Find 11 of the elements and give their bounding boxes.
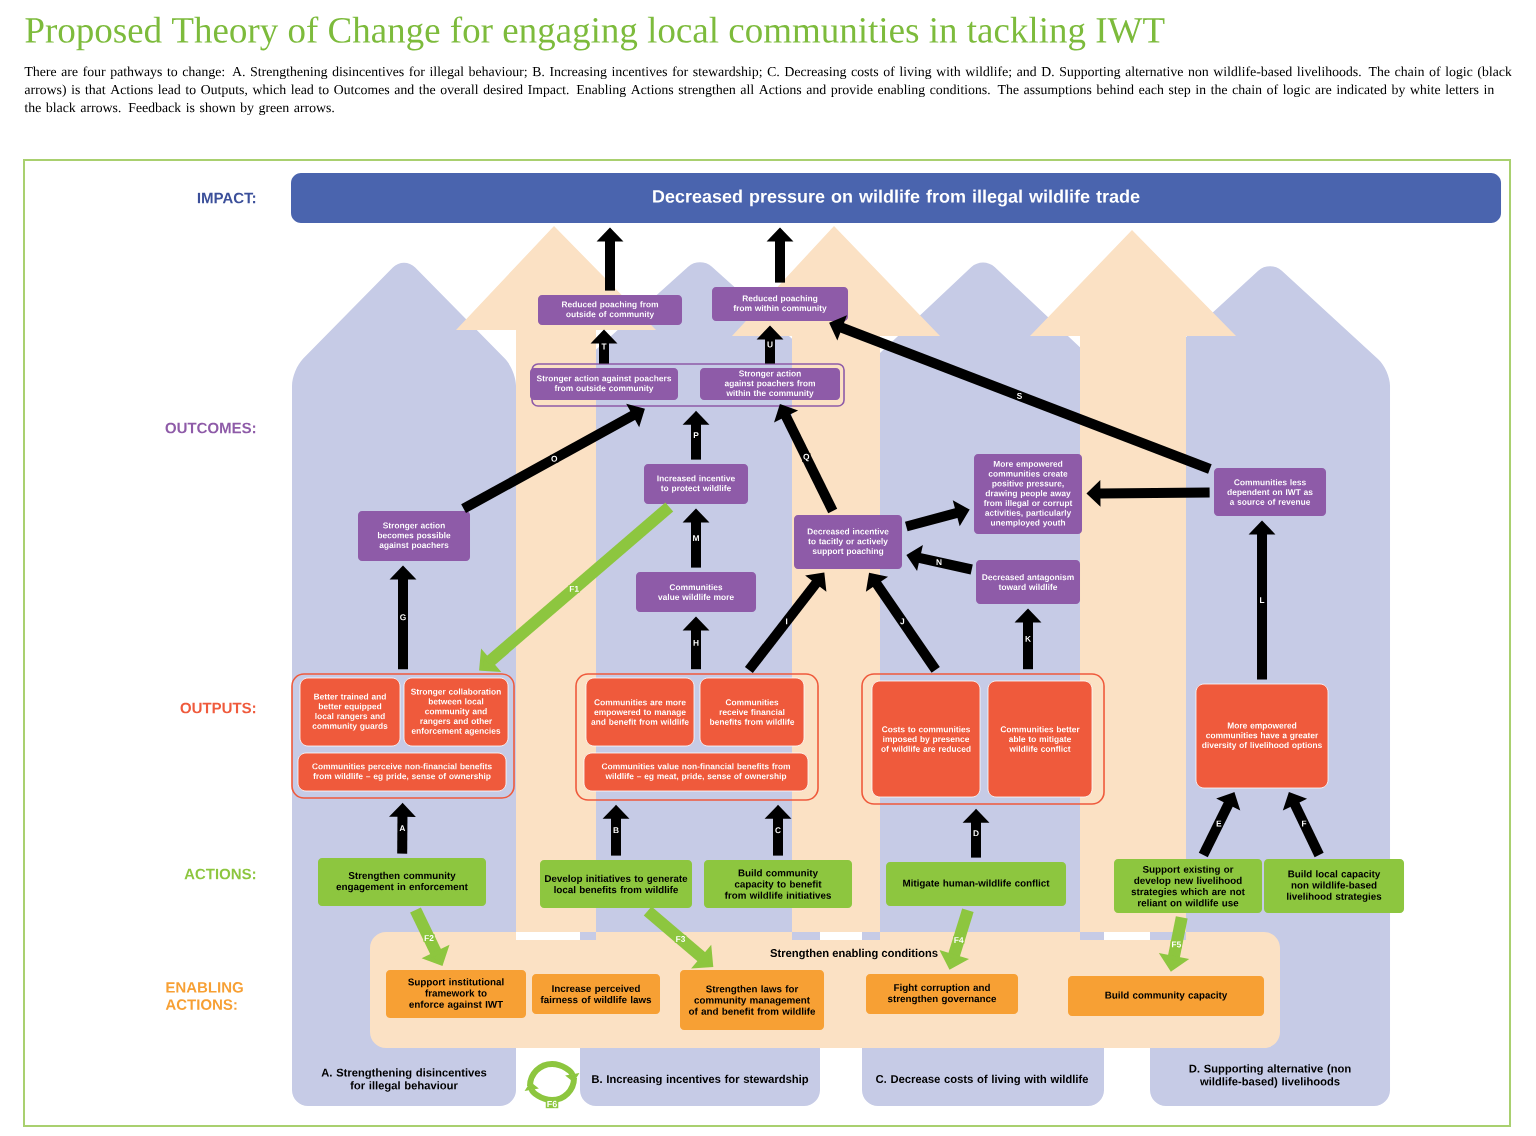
arrow [410,907,450,966]
outcome-group-box [531,363,845,407]
output-group-box [291,673,515,799]
arrow [1282,792,1324,858]
output-group-box [861,673,1105,805]
output-group-box [575,673,819,801]
impact-box: Decreased pressure on wildlife from illegal wildlife trade [291,173,1501,223]
title: Proposed Theory of Change for engaging local communities in tackling IWT [25,16,1165,51]
arrow [461,403,645,514]
arrow [479,502,674,672]
arrow [774,404,838,514]
